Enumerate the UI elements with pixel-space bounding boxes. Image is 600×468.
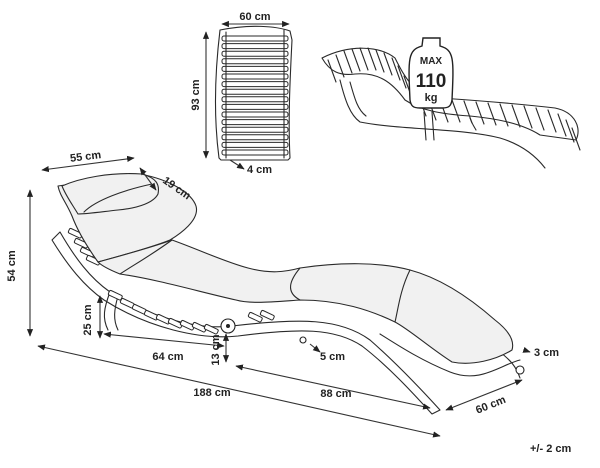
dimension-pillow-width: 55 cm [41, 149, 135, 173]
dimension-back-section: 64 cm [103, 331, 225, 363]
top-slat [221, 141, 289, 148]
top-thickness-label: 4 cm [247, 164, 272, 176]
dimension-front-section: 88 cm [235, 364, 431, 410]
small-chair-slat [547, 109, 557, 133]
main-chair-slat [191, 321, 207, 333]
small-chair-slat [557, 113, 567, 137]
dimension-top-height: 93 cm [190, 31, 210, 159]
top-slat [221, 134, 289, 141]
top-slat [221, 58, 289, 65]
top-slat [221, 149, 289, 156]
top-slat [221, 126, 289, 133]
total-length-label: 188 cm [193, 387, 231, 399]
top-slat [221, 35, 289, 42]
foot-height-label: 3 cm [534, 347, 559, 359]
front-section-label: 88 cm [320, 388, 351, 400]
small-chair-slat [487, 102, 497, 126]
top-slat [221, 73, 289, 80]
small-chair-slat [475, 101, 485, 125]
leg-height-label: 25 cm [82, 304, 94, 335]
small-chair-slat [391, 57, 401, 81]
small-chair-slat [499, 103, 509, 127]
top-slat [221, 65, 289, 72]
main-chair-slats [67, 227, 275, 335]
dimension-rod-offset: 5 cm [309, 343, 345, 363]
max-load-weight: MAX 110 kg [408, 37, 454, 109]
small-chair-slat [451, 99, 461, 123]
pillow-width-label: 55 cm [69, 149, 102, 165]
dimension-foot-height: 3 cm [522, 346, 559, 359]
small-chair-slat [571, 127, 581, 151]
small-chair-slat [535, 107, 545, 131]
top-slat [221, 103, 289, 110]
top-slat [221, 81, 289, 88]
max-load-value: 110 [416, 71, 447, 92]
top-view-folded-chair [214, 25, 293, 161]
top-slat [221, 88, 289, 95]
dimension-ground-clearance: 13 cm [210, 333, 230, 366]
dimension-total-height: 54 cm [6, 189, 34, 337]
small-chair-slat [511, 104, 521, 128]
dimension-top-thickness: 4 cm [229, 159, 272, 176]
top-width-label: 60 cm [239, 11, 270, 23]
small-chair-slat [397, 65, 407, 89]
small-chair-slat [523, 105, 533, 129]
small-chair-slats [327, 47, 581, 151]
main-chair-slat [247, 311, 263, 323]
dimension-side-width: 60 cm [445, 379, 523, 417]
top-slat [221, 96, 289, 103]
max-label: MAX [420, 56, 443, 67]
main-chair-slat [107, 289, 123, 301]
top-view-slats [221, 35, 289, 156]
max-load-unit: kg [425, 92, 438, 104]
top-slat [221, 43, 289, 50]
top-slat [221, 119, 289, 126]
tolerance-label: +/- 2 cm [530, 443, 571, 455]
top-slat [221, 50, 289, 57]
small-chair-slat [383, 52, 393, 76]
top-height-label: 93 cm [190, 79, 202, 110]
small-chair-slat [359, 47, 369, 71]
dimension-top-width: 60 cm [221, 11, 290, 28]
small-chair-slat [375, 49, 385, 73]
small-chair-view [321, 47, 581, 169]
dimension-leg-height: 25 cm [82, 295, 104, 339]
rod-offset-label: 5 cm [320, 351, 345, 363]
small-chair-slat [327, 59, 337, 83]
back-section-label: 64 cm [152, 351, 183, 363]
small-chair-slat [343, 50, 353, 74]
small-chair-slat [367, 47, 377, 71]
main-chair-slat [179, 319, 195, 331]
main-chair-slat [259, 309, 275, 321]
small-chair-slat [335, 54, 345, 78]
top-slat [221, 111, 289, 118]
ground-clearance-label: 13 cm [210, 334, 222, 365]
main-chair-slat [167, 317, 183, 329]
main-chair-cushion [57, 173, 514, 364]
small-chair-slat [565, 119, 575, 143]
total-height-label: 54 cm [6, 250, 18, 281]
small-chair-slat [351, 48, 361, 72]
